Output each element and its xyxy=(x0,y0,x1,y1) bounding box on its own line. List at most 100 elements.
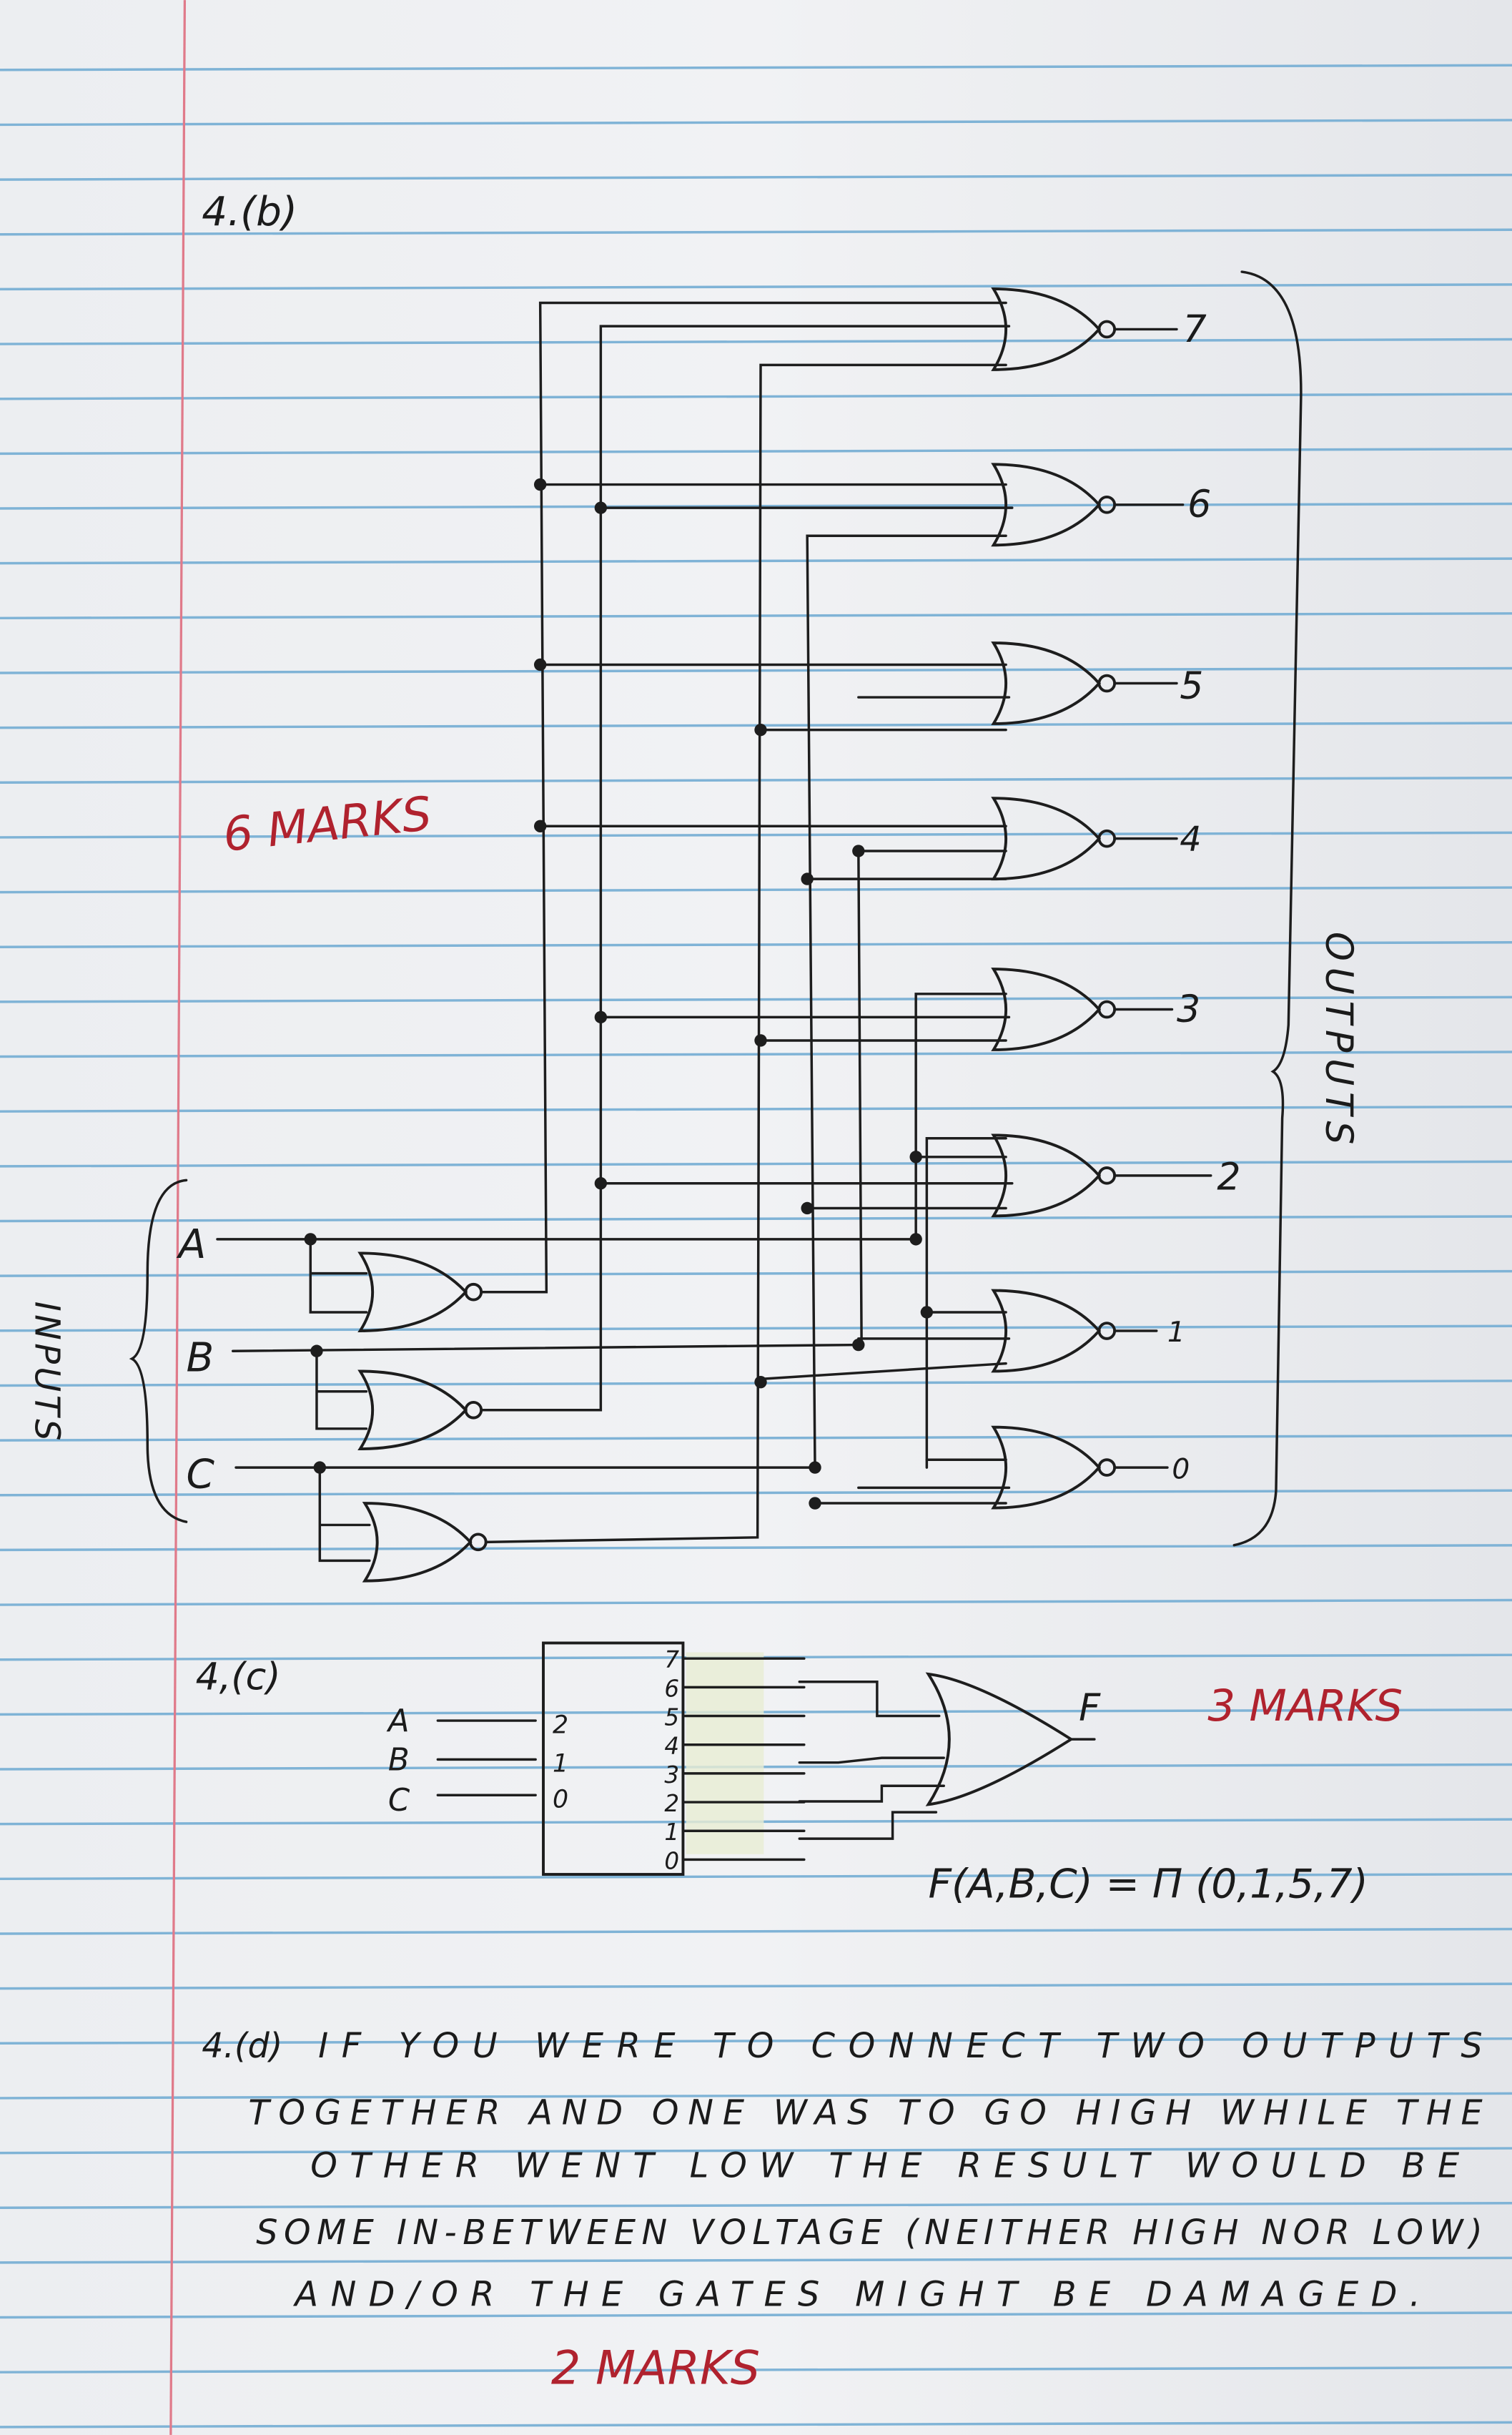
nor-gate-a xyxy=(357,1251,468,1332)
inversion-bubble xyxy=(1097,1322,1117,1340)
decoder-output-pin-4: 4 xyxy=(664,1733,679,1760)
rule-line xyxy=(0,1160,1512,1168)
wire xyxy=(806,534,1007,1469)
wire xyxy=(309,1238,368,1314)
nor-gate-b xyxy=(357,1369,468,1451)
inversion-bubble xyxy=(1097,674,1117,693)
wire xyxy=(318,1466,371,1563)
wire xyxy=(914,993,1007,1241)
decoder-output-pin-2: 2 xyxy=(664,1790,679,1817)
answer-line-5: AND/OR THE GATES MIGHT BE DAMAGED. xyxy=(293,2276,1420,2315)
answer-line-4: SOME IN-BETWEEN VOLTAGE (NEITHER HIGH NO… xyxy=(256,2213,1482,2253)
rule-line xyxy=(0,393,1512,400)
part-c-marks: 3 MARKS xyxy=(1207,1681,1403,1731)
output-f-label: F xyxy=(1079,1687,1101,1730)
margin-line xyxy=(169,0,187,2435)
rule-line xyxy=(0,1269,1512,1277)
junction-dot xyxy=(809,1461,821,1474)
rule-line xyxy=(0,1105,1512,1113)
junction-dot xyxy=(304,1233,317,1246)
decoder-output-pin-0: 0 xyxy=(664,1847,679,1874)
rule-line xyxy=(0,1544,1512,1552)
output-label-1: 1 xyxy=(1167,1317,1185,1349)
junction-dot xyxy=(313,1461,327,1474)
junction-dot xyxy=(533,820,547,832)
function-formula: F(A,B,C) = Π (0,1,5,7) xyxy=(929,1861,1368,1908)
inversion-bubble xyxy=(464,1400,483,1420)
rule-line xyxy=(0,777,1512,784)
input-label-c: C xyxy=(187,1451,215,1497)
junction-dot xyxy=(754,1375,767,1389)
inputs-label: INPUTS xyxy=(27,1302,66,1444)
rule-line xyxy=(0,2366,1512,2373)
nor-gate-output-3 xyxy=(991,968,1102,1051)
rule-line xyxy=(0,940,1512,948)
answer-line-2: TOGETHER AND ONE WAS TO GO HIGH WHILE TH… xyxy=(248,2094,1483,2133)
rule-line xyxy=(0,2147,1512,2155)
output-label-6: 6 xyxy=(1187,483,1211,526)
nor-gate-output-0 xyxy=(991,1425,1102,1510)
output-label-5: 5 xyxy=(1180,665,1203,708)
output-labels: 7 6 5 4 3 2 1 0 xyxy=(1167,308,1241,1486)
rule-line xyxy=(0,338,1512,345)
rule-line xyxy=(0,2421,1512,2429)
rule-line xyxy=(0,283,1512,291)
rule-line xyxy=(0,1324,1512,1332)
junction-dot xyxy=(909,1233,922,1246)
or-gate xyxy=(925,1672,1074,1806)
rule-line xyxy=(0,2092,1512,2100)
wire xyxy=(857,850,1007,1347)
outputs-brace xyxy=(1232,270,1303,1547)
rule-line xyxy=(0,2037,1512,2045)
wire xyxy=(315,1349,368,1430)
rule-line xyxy=(0,502,1512,510)
rule-line xyxy=(0,2256,1512,2264)
part-c-heading: 4,(c) xyxy=(196,1656,281,1699)
junction-dot xyxy=(809,1497,821,1510)
rule-line xyxy=(0,612,1512,620)
rule-line xyxy=(0,1982,1512,1990)
rule-line xyxy=(0,1927,1512,1935)
output-label-2: 2 xyxy=(1217,1156,1240,1199)
rule-line xyxy=(0,2201,1512,2209)
inversion-bubble xyxy=(464,1282,483,1302)
decoder-input-a: A xyxy=(386,1703,410,1739)
outputs-label: OUTPUTS xyxy=(1317,932,1360,1151)
nor-gate-output-1 xyxy=(991,1289,1102,1373)
output-label-7: 7 xyxy=(1183,308,1207,351)
inputs-brace xyxy=(129,1179,188,1523)
output-label-0: 0 xyxy=(1172,1453,1190,1485)
junction-dot xyxy=(920,1306,934,1319)
rule-line xyxy=(0,1489,1512,1497)
junction-dot xyxy=(594,1177,608,1190)
junction-dot xyxy=(594,501,608,514)
rule-line xyxy=(0,722,1512,729)
rule-line xyxy=(0,173,1512,181)
decoder-output-pin-6: 6 xyxy=(664,1675,679,1702)
decoder-output-pin-1: 1 xyxy=(664,1819,679,1846)
junction-dot xyxy=(852,845,865,857)
part-b-marks: 6 MARKS xyxy=(221,787,434,862)
rule-line xyxy=(0,1598,1512,1606)
part-d-heading: 4.(d) xyxy=(202,2027,282,2066)
junction-dot xyxy=(754,723,767,737)
inversion-bubble xyxy=(1097,1000,1117,1019)
junction-dot xyxy=(852,1338,865,1352)
rule-line xyxy=(0,886,1512,894)
answer-line-1: IF YOU WERE TO CONNECT TWO OUTPUTS xyxy=(318,2027,1483,2066)
inversion-bubble xyxy=(1097,1166,1117,1185)
junction-dot xyxy=(594,1010,608,1024)
decoder-pin-0: 0 xyxy=(553,1786,568,1814)
nor-gate-output-2 xyxy=(991,1133,1102,1218)
decoder-circuit xyxy=(216,287,1212,1583)
rule-line xyxy=(0,557,1512,565)
output-label-3: 3 xyxy=(1177,988,1200,1031)
decoder-pin-1: 1 xyxy=(553,1750,568,1779)
wire xyxy=(759,1362,1007,1381)
decoder-output-pin-3: 3 xyxy=(664,1761,679,1789)
rule-line xyxy=(0,228,1512,236)
wire xyxy=(925,1137,1007,1469)
